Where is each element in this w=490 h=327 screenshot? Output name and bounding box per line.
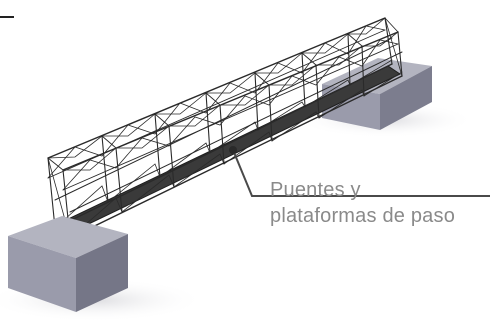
concrete-block-left [8,216,128,312]
callout-label-line2: plataformas de paso [270,205,456,227]
callout-leader-line [232,149,490,197]
callout-anchor-dot [229,146,237,154]
callout-label-line1: Puentes y [270,179,361,201]
callout-label: Puentes y plataformas de paso [270,177,455,229]
